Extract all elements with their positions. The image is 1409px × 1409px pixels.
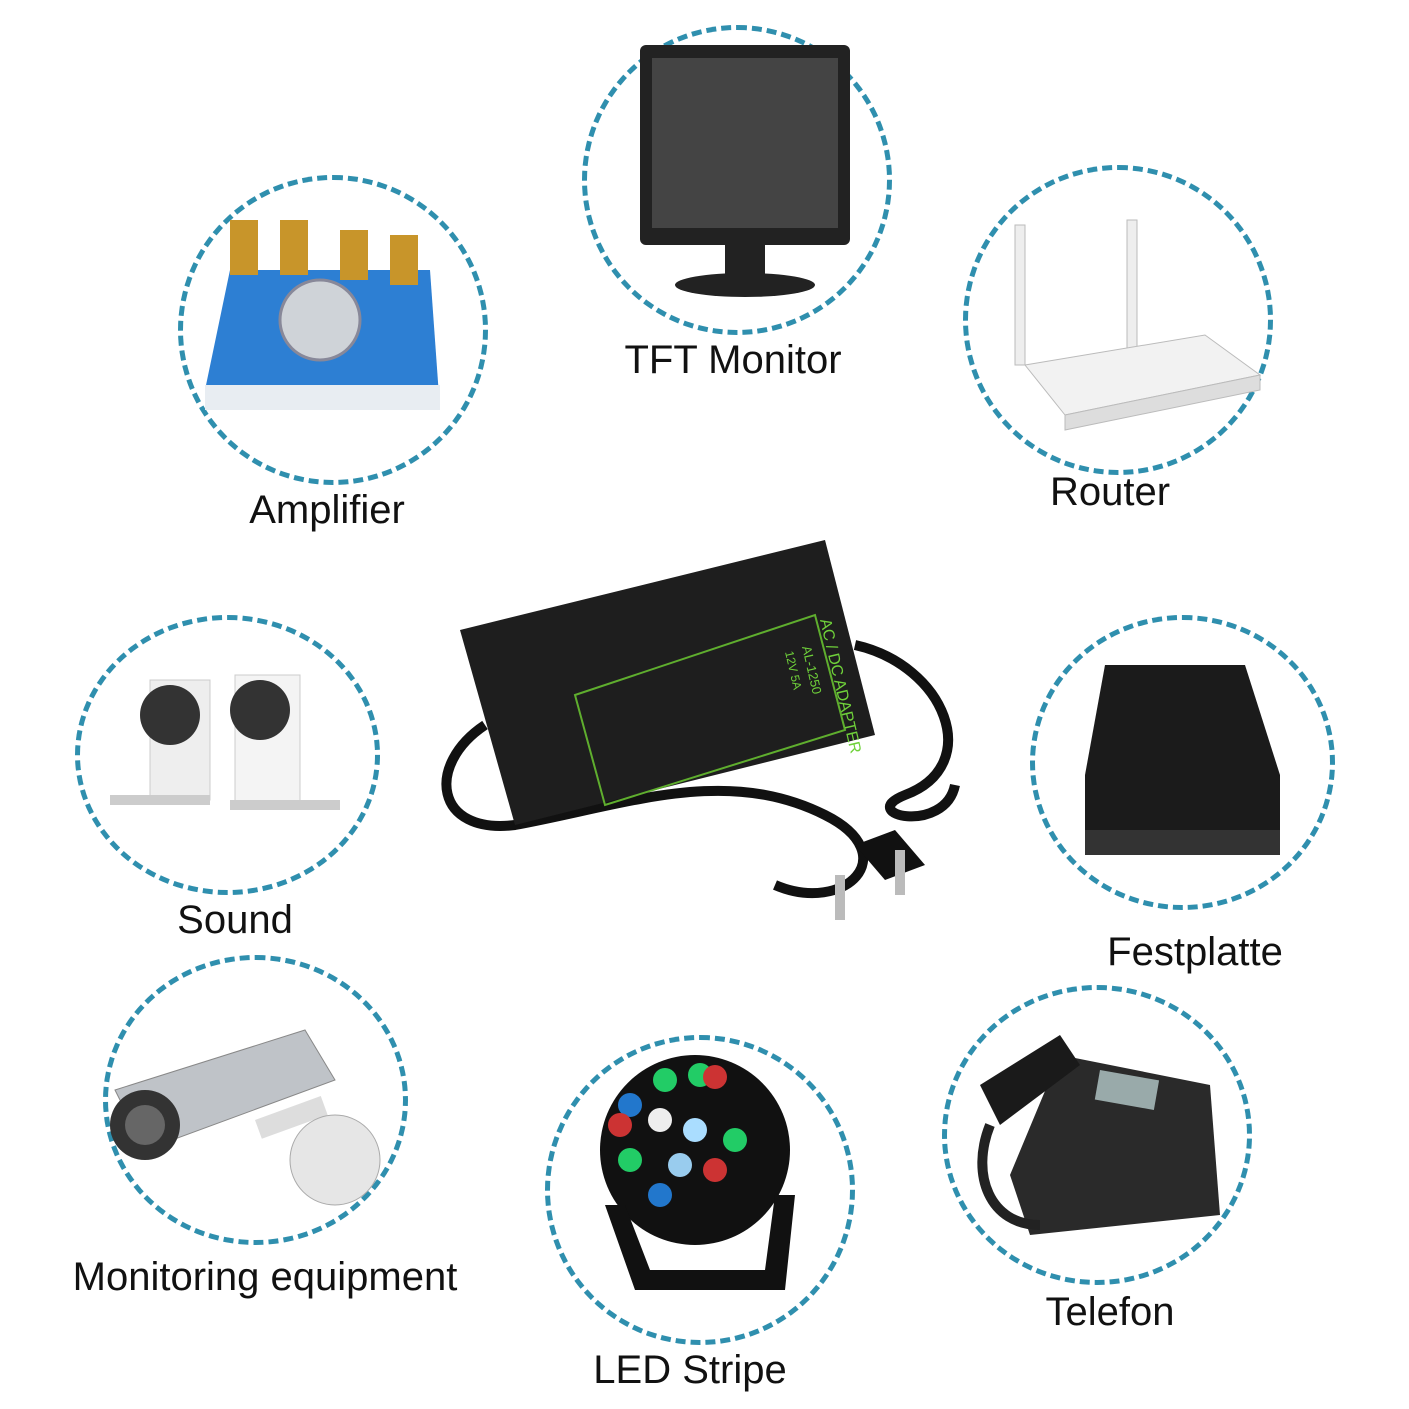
security-camera-icon <box>110 1029 381 1206</box>
circle-led <box>545 1035 855 1345</box>
label-sound: Sound <box>177 898 293 942</box>
router-icon <box>1014 219 1262 431</box>
label-tft-monitor: TFT Monitor <box>624 338 842 382</box>
speaker-icon <box>110 674 340 810</box>
label-amplifier: Amplifier <box>249 488 405 532</box>
label-festplatte: Festplatte <box>1107 930 1283 974</box>
hard-drive-icon <box>1085 665 1280 855</box>
circle-monitoring <box>103 955 408 1245</box>
amplifier-icon <box>205 220 440 410</box>
monitor-icon <box>640 45 850 297</box>
label-led: LED Stripe <box>593 1348 787 1392</box>
circle-router <box>963 165 1273 475</box>
label-monitoring: Monitoring equipment <box>72 1255 458 1299</box>
circle-telefon <box>942 985 1252 1285</box>
label-telefon: Telefon <box>1045 1290 1175 1334</box>
led-light-icon <box>600 1055 795 1290</box>
circle-festplatte <box>1030 615 1335 910</box>
telephone-icon <box>977 1035 1220 1235</box>
circle-sound <box>75 615 380 895</box>
label-router: Router <box>1049 470 1171 514</box>
circle-amplifier <box>178 175 488 485</box>
circle-tft-monitor <box>582 25 892 335</box>
power-adapter-image: AC / DC ADAPTER AL-1250 12V 5A <box>441 540 960 920</box>
